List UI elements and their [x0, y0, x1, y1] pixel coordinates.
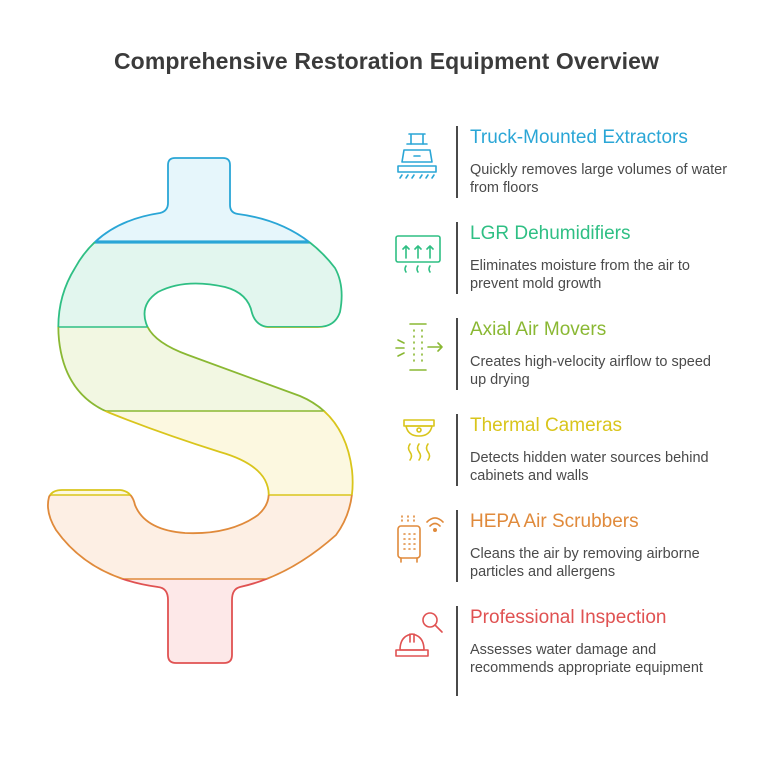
equipment-item-hepa-air-scrubbers: HEPA Air Scrubbers Cleans the air by rem…: [392, 510, 762, 582]
item-title: Thermal Cameras: [470, 415, 623, 436]
item-description: Cleans the air by removing airborne part…: [470, 546, 700, 580]
item-description: Detects hidden water sources behind cabi…: [470, 450, 709, 484]
item-description: Assesses water damage and recommends app…: [470, 642, 703, 676]
item-description: Quickly removes large volumes of water f…: [470, 162, 728, 196]
item-description: Eliminates moisture from the air to prev…: [470, 258, 690, 292]
equipment-item-truck-mounted-extractors: Truck-Mounted Extractors Quickly removes…: [392, 126, 762, 198]
item-title: Axial Air Movers: [470, 319, 607, 340]
equipment-item-axial-air-movers: Axial Air Movers Creates high-velocity a…: [392, 318, 762, 390]
equipment-item-professional-inspection: Professional Inspection Assesses water d…: [392, 606, 762, 696]
item-title: Professional Inspection: [470, 607, 667, 628]
air-mover-icon: [392, 318, 448, 378]
truck-mounted-extractor-icon: [392, 126, 448, 186]
item-title: HEPA Air Scrubbers: [470, 511, 639, 532]
dollar-sign-diagram: [47, 157, 354, 664]
equipment-item-thermal-cameras: Thermal Cameras Detects hidden water sou…: [392, 414, 762, 486]
thermal-camera-icon: [392, 414, 448, 474]
page-title: Comprehensive Restoration Equipment Over…: [113, 48, 660, 74]
inspection-icon: [392, 606, 448, 666]
item-description: Creates high-velocity airflow to speed u…: [470, 354, 711, 388]
dehumidifier-icon: [392, 222, 448, 282]
item-title: Truck-Mounted Extractors: [470, 127, 688, 148]
item-title: LGR Dehumidifiers: [470, 223, 631, 244]
air-scrubber-icon: [392, 510, 448, 570]
equipment-item-lgr-dehumidifiers: LGR Dehumidifiers Eliminates moisture fr…: [392, 222, 762, 294]
